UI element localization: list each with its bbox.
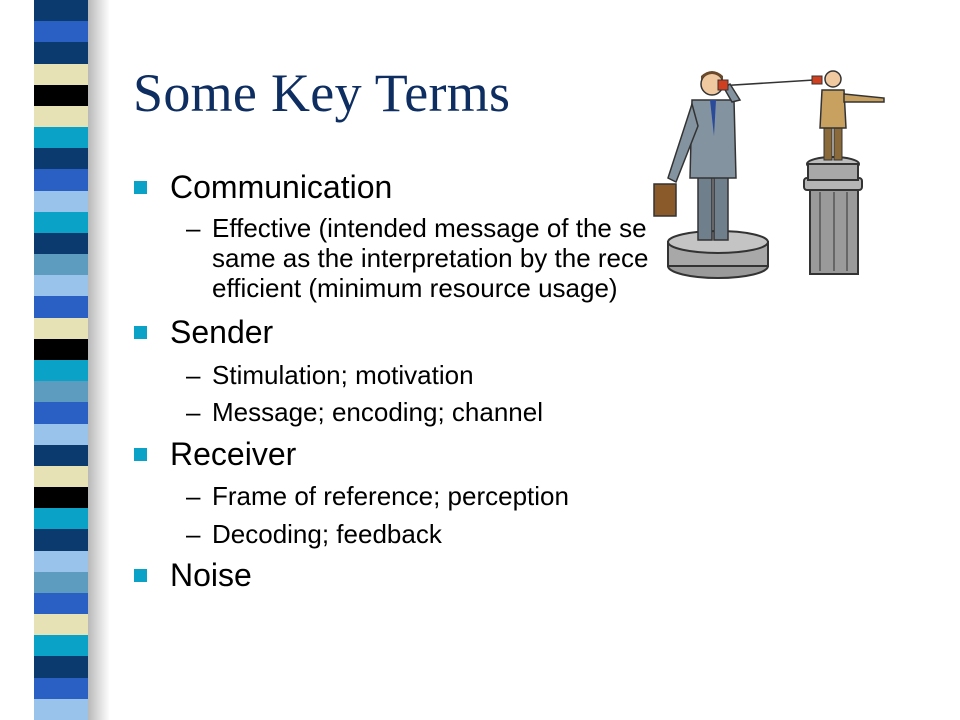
bullet-label: Communication bbox=[170, 169, 393, 205]
sub-bullet-dash: – bbox=[186, 360, 201, 390]
stripe-segment bbox=[34, 402, 88, 425]
stripe-segment bbox=[34, 42, 88, 65]
stripe-segment bbox=[34, 275, 88, 297]
bullet-noise: Noise bbox=[134, 557, 252, 594]
sub-bullet-dash: – bbox=[186, 397, 201, 427]
bullet-label: Noise bbox=[170, 557, 252, 593]
stripe-segment bbox=[34, 232, 88, 255]
sub-bullet-line: same as the interpretation by the receiv… bbox=[212, 243, 733, 273]
sub-bullet-receiver-2: – Decoding; feedback bbox=[186, 519, 442, 549]
stripe-segment bbox=[34, 571, 88, 594]
stripe-segment bbox=[34, 296, 88, 319]
bullet-square-icon bbox=[134, 181, 147, 194]
stripe-segment bbox=[34, 614, 88, 636]
stripe-segment bbox=[34, 635, 88, 657]
stripe-segment bbox=[34, 127, 88, 149]
sub-bullet-line: Message; encoding; channel bbox=[212, 397, 544, 427]
bullet-sender: Sender bbox=[134, 314, 273, 351]
stripe-segment bbox=[34, 254, 88, 276]
stripe-segment bbox=[34, 550, 88, 573]
stripe-segment bbox=[34, 444, 88, 467]
stripe-bar-edge bbox=[30, 0, 34, 720]
sub-bullet-dash: – bbox=[186, 213, 201, 243]
stripe-segment bbox=[34, 465, 88, 488]
stripe-segment bbox=[34, 423, 88, 446]
stripe-segment bbox=[34, 487, 88, 509]
stripe-segment bbox=[34, 508, 88, 530]
bullet-receiver: Receiver bbox=[134, 436, 296, 473]
stripe-segment bbox=[34, 63, 88, 86]
sub-bullet-line: Frame of reference; perception bbox=[212, 481, 569, 511]
stripe-segment bbox=[34, 698, 88, 720]
tin-can-telephone-clipart bbox=[648, 66, 894, 280]
stripe-segment bbox=[34, 656, 88, 679]
stripe-bar-shadow bbox=[88, 0, 110, 720]
sub-bullet-line: efficient (minimum resource usage) bbox=[212, 273, 618, 303]
decorative-stripe-bar bbox=[34, 0, 88, 720]
bullet-label: Sender bbox=[170, 314, 274, 350]
stripe-segment bbox=[34, 677, 88, 700]
stripe-segment bbox=[34, 105, 88, 128]
sub-bullet-dash: – bbox=[186, 519, 201, 549]
bullet-square-icon bbox=[134, 326, 147, 339]
stripe-segment bbox=[34, 148, 88, 170]
stripe-segment bbox=[34, 317, 88, 340]
stripe-segment bbox=[34, 529, 88, 552]
stripe-segment bbox=[34, 84, 88, 107]
sub-bullet-sender-2: – Message; encoding; channel bbox=[186, 397, 543, 427]
sub-bullet-line: Stimulation; motivation bbox=[212, 360, 474, 390]
stripe-segment bbox=[34, 381, 88, 403]
sub-bullet-sender-1: – Stimulation; motivation bbox=[186, 360, 474, 390]
stripe-segment bbox=[34, 190, 88, 213]
stripe-segment bbox=[34, 169, 88, 192]
bullet-square-icon bbox=[134, 569, 147, 582]
stripe-segment bbox=[34, 211, 88, 234]
stripe-segment bbox=[34, 338, 88, 361]
sub-bullet-receiver-1: – Frame of reference; perception bbox=[186, 481, 569, 511]
stripe-segment bbox=[34, 592, 88, 615]
stripe-segment bbox=[34, 21, 88, 43]
bullet-square-icon bbox=[134, 448, 147, 461]
slide-title: Some Key Terms bbox=[133, 63, 511, 123]
bullet-label: Receiver bbox=[170, 436, 297, 472]
sub-bullet-line: Decoding; feedback bbox=[212, 519, 442, 549]
sub-bullet-dash: – bbox=[186, 481, 201, 511]
bullet-communication: Communication bbox=[134, 169, 392, 206]
stripe-segment bbox=[34, 360, 88, 382]
stripe-segment bbox=[34, 0, 88, 22]
